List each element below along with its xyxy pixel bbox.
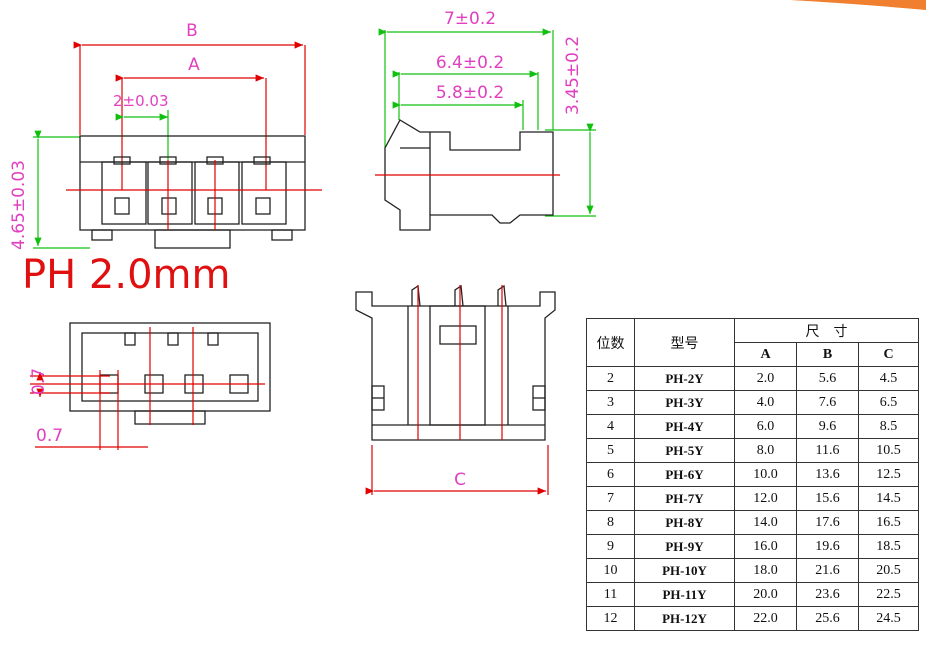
- cell-c: 6.5: [858, 390, 919, 415]
- cell-model: PH-7Y: [634, 486, 735, 511]
- cell-b: 7.6: [796, 390, 859, 415]
- cell-b: 11.6: [796, 438, 859, 463]
- dim-side-w3-label: 5.8±0.2: [436, 83, 504, 103]
- cell-a: 4.0: [734, 390, 797, 415]
- dim-c-label: C: [454, 470, 466, 490]
- dim-b-label: B: [186, 21, 198, 41]
- cell-a: 12.0: [734, 486, 797, 511]
- col-b-header: B: [796, 342, 859, 367]
- cell-count: 4: [586, 414, 635, 439]
- cell-count: 5: [586, 438, 635, 463]
- cell-count: 8: [586, 510, 635, 535]
- cell-model: PH-6Y: [634, 462, 735, 487]
- cell-b: 15.6: [796, 486, 859, 511]
- table-subheader-row: A B C: [587, 342, 919, 367]
- cell-count: 7: [586, 486, 635, 511]
- cell-b: 23.6: [796, 582, 859, 607]
- dim-side-w1-label: 7±0.2: [444, 9, 496, 29]
- page-title: PH 2.0mm: [22, 252, 231, 298]
- cell-count: 3: [586, 390, 635, 415]
- cell-b: 13.6: [796, 462, 859, 487]
- col-count-header: 位数: [586, 318, 635, 367]
- cell-b: 17.6: [796, 510, 859, 535]
- cell-a: 2.0: [734, 366, 797, 391]
- cell-a: 14.0: [734, 510, 797, 535]
- cell-model: PH-11Y: [634, 582, 735, 607]
- cell-b: 25.6: [796, 606, 859, 631]
- cell-c: 24.5: [858, 606, 919, 631]
- cell-c: 22.5: [858, 582, 919, 607]
- cell-model: PH-5Y: [634, 438, 735, 463]
- dim-side-w2-label: 6.4±0.2: [436, 53, 504, 73]
- side-view: 7±0.2 6.4±0.2 5.8±0.2 3.45±0.2: [375, 9, 596, 231]
- cell-model: PH-2Y: [634, 366, 735, 391]
- col-a-header: A: [734, 342, 797, 367]
- cell-b: 19.6: [796, 534, 859, 559]
- cell-a: 18.0: [734, 558, 797, 583]
- cell-count: 10: [586, 558, 635, 583]
- table-header-row: 位数 型号 尺 寸: [586, 318, 919, 367]
- cell-count: 2: [586, 366, 635, 391]
- corner-swoosh: [790, 0, 926, 10]
- cell-count: 11: [586, 582, 635, 607]
- cell-c: 14.5: [858, 486, 919, 511]
- cell-model: PH-12Y: [634, 606, 735, 631]
- dim-pitch-label: 2±0.03: [113, 92, 169, 110]
- cell-b: 5.6: [796, 366, 859, 391]
- dim-side-h-label: 3.45±0.2: [563, 36, 583, 115]
- dim-a-label: A: [188, 55, 200, 75]
- rear-view: C: [355, 284, 556, 495]
- dim-height-label: 4.65±0.03: [9, 160, 29, 250]
- front-view: B A 2±0.03 4.65±0.03: [9, 21, 322, 250]
- cell-a: 6.0: [734, 414, 797, 439]
- cell-c: 10.5: [858, 438, 919, 463]
- cell-b: 21.6: [796, 558, 859, 583]
- cell-a: 10.0: [734, 462, 797, 487]
- cell-c: 18.5: [858, 534, 919, 559]
- cell-count: 6: [586, 462, 635, 487]
- cell-model: PH-9Y: [634, 534, 735, 559]
- cell-c: 8.5: [858, 414, 919, 439]
- dim-pin-h-label: 0.7: [36, 426, 63, 446]
- cell-a: 20.0: [734, 582, 797, 607]
- dim-pin-v-label: 0.7: [29, 368, 49, 395]
- cell-count: 12: [586, 606, 635, 631]
- cell-a: 8.0: [734, 438, 797, 463]
- cell-c: 12.5: [858, 462, 919, 487]
- bottom-view: 0.7 0.7: [29, 322, 271, 450]
- cell-count: 9: [586, 534, 635, 559]
- cell-model: PH-10Y: [634, 558, 735, 583]
- cell-c: 20.5: [858, 558, 919, 583]
- col-c-header: C: [858, 342, 919, 367]
- cell-model: PH-8Y: [634, 510, 735, 535]
- cell-b: 9.6: [796, 414, 859, 439]
- col-model-header: 型号: [634, 318, 735, 367]
- cell-c: 4.5: [858, 366, 919, 391]
- cell-model: PH-4Y: [634, 414, 735, 439]
- cell-c: 16.5: [858, 510, 919, 535]
- cell-model: PH-3Y: [634, 390, 735, 415]
- col-size-header: 尺 寸: [734, 318, 919, 343]
- cell-a: 16.0: [734, 534, 797, 559]
- cell-a: 22.0: [734, 606, 797, 631]
